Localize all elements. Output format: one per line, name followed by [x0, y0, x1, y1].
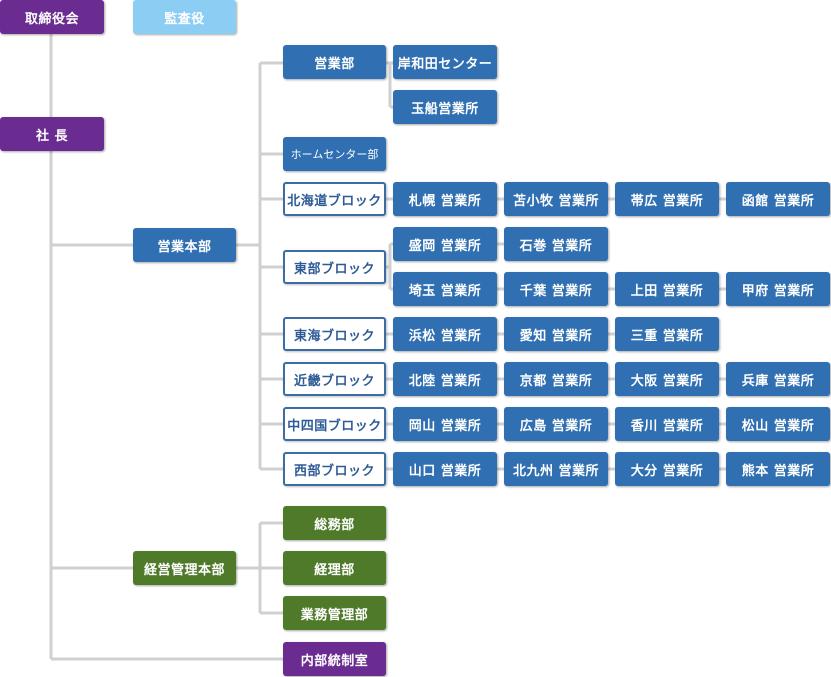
office-box: 北九州 営業所	[504, 452, 608, 486]
office-box: 浜松 営業所	[393, 317, 497, 351]
business-management-box: 業務管理部	[283, 596, 386, 630]
office-box: 苫小牧 営業所	[504, 182, 608, 216]
office-box: 岡山 営業所	[393, 407, 497, 441]
office-box: 三重 営業所	[615, 317, 719, 351]
tobu-block-box: 東部ブロック	[283, 250, 386, 284]
office-box: 函館 営業所	[726, 182, 830, 216]
office-box: 京都 営業所	[504, 362, 608, 396]
kinki-block-box: 近畿ブロック	[283, 362, 386, 396]
office-box: 千葉 営業所	[504, 272, 608, 306]
office-box: 山口 営業所	[393, 452, 497, 486]
office-box: 埼玉 営業所	[393, 272, 497, 306]
admin-hq-box: 経営管理本部	[133, 551, 236, 585]
president-box: 社 長	[0, 117, 104, 151]
office-box: 愛知 営業所	[504, 317, 608, 351]
chushikoku-block-box: 中四国ブロック	[283, 407, 386, 441]
internal-control-box: 内部統制室	[283, 642, 386, 676]
accounting-box: 経理部	[283, 551, 386, 585]
office-box: 兵庫 営業所	[726, 362, 830, 396]
seibu-block-box: 西部ブロック	[283, 452, 386, 486]
home-center-dept-box: ホームセンター部	[283, 137, 386, 171]
sales-dept-box: 営業部	[283, 45, 386, 79]
office-box: 香川 営業所	[615, 407, 719, 441]
tokai-block-box: 東海ブロック	[283, 317, 386, 351]
general-affairs-box: 総務部	[283, 506, 386, 540]
hokkaido-block-box: 北海道ブロック	[283, 182, 386, 216]
office-box: 甲府 営業所	[726, 272, 830, 306]
tamafune-office-box: 玉船営業所	[393, 90, 497, 124]
office-box: 大分 営業所	[615, 452, 719, 486]
office-box: 石巻 営業所	[504, 227, 608, 261]
office-box: 帯広 営業所	[615, 182, 719, 216]
office-box: 大阪 営業所	[615, 362, 719, 396]
board-of-directors-box: 取締役会	[0, 0, 104, 34]
sales-hq-box: 営業本部	[133, 228, 236, 262]
office-box: 上田 営業所	[615, 272, 719, 306]
office-box: 札幌 営業所	[393, 182, 497, 216]
office-box: 熊本 営業所	[726, 452, 830, 486]
office-box: 北陸 営業所	[393, 362, 497, 396]
auditor-box: 監査役	[133, 0, 236, 34]
office-box: 盛岡 営業所	[393, 227, 497, 261]
kishiwada-center-box: 岸和田センター	[393, 45, 497, 79]
office-box: 広島 営業所	[504, 407, 608, 441]
office-box: 松山 営業所	[726, 407, 830, 441]
